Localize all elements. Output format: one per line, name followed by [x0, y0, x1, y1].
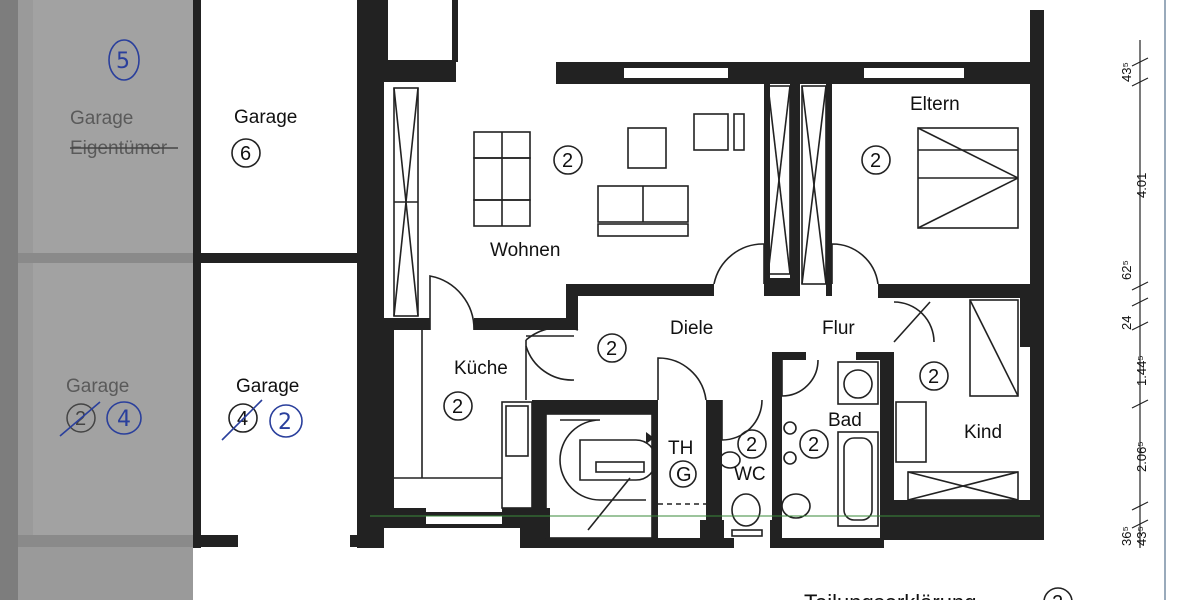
room-diele-label: Diele — [670, 318, 713, 339]
room-kueche-label: Küche — [454, 358, 508, 379]
dim-6: 2.06⁵ — [1134, 441, 1149, 472]
room-flur-label: Flur — [822, 318, 855, 339]
dim-8: 43⁵ — [1134, 526, 1149, 546]
garage-2-hand-number: 4 — [117, 407, 131, 432]
room-bad-number: 2 — [808, 434, 819, 456]
footer-caption: Teilungserklärung — [804, 590, 976, 600]
room-wohnen-label: Wohnen — [490, 240, 560, 261]
room-kind-label: Kind — [964, 422, 1002, 443]
room-wc-number: 2 — [746, 434, 757, 456]
garage-6-number: 6 — [240, 143, 251, 165]
garage-4-label: Garage — [236, 376, 299, 397]
room-wohnen-number: 2 — [562, 150, 573, 172]
room-diele-number: 2 — [606, 338, 617, 360]
room-kueche-number: 2 — [452, 396, 463, 418]
garage-6-label: Garage — [234, 107, 297, 128]
room-bad-label: Bad — [828, 410, 862, 431]
dim-5: 1.44⁵ — [1134, 355, 1149, 386]
room-eltern-label: Eltern — [910, 94, 960, 115]
garage-5-label: Garage — [70, 108, 133, 129]
garage-4-hand-number: 2 — [278, 410, 292, 435]
garage-2-label: Garage — [66, 376, 129, 397]
footer-number: 2 — [1052, 592, 1063, 600]
dim-3: 62⁵ — [1119, 260, 1134, 280]
room-eltern-number: 2 — [870, 150, 881, 172]
th-symbol: G — [676, 464, 692, 486]
dim-2: 4.01 — [1134, 173, 1149, 198]
dim-1: 43⁵ — [1119, 62, 1134, 82]
garage-2-area — [33, 263, 193, 535]
dim-4: 24 — [1119, 316, 1134, 330]
dim-7: 36⁵ — [1119, 526, 1134, 546]
th-label: TH — [668, 438, 693, 459]
room-wc-label: WC — [734, 464, 766, 485]
garage-5-hand-number: 5 — [116, 49, 130, 74]
garage-5-area — [33, 0, 193, 253]
room-kind-number: 2 — [928, 366, 939, 388]
garage-5-hand-circle — [108, 39, 140, 81]
